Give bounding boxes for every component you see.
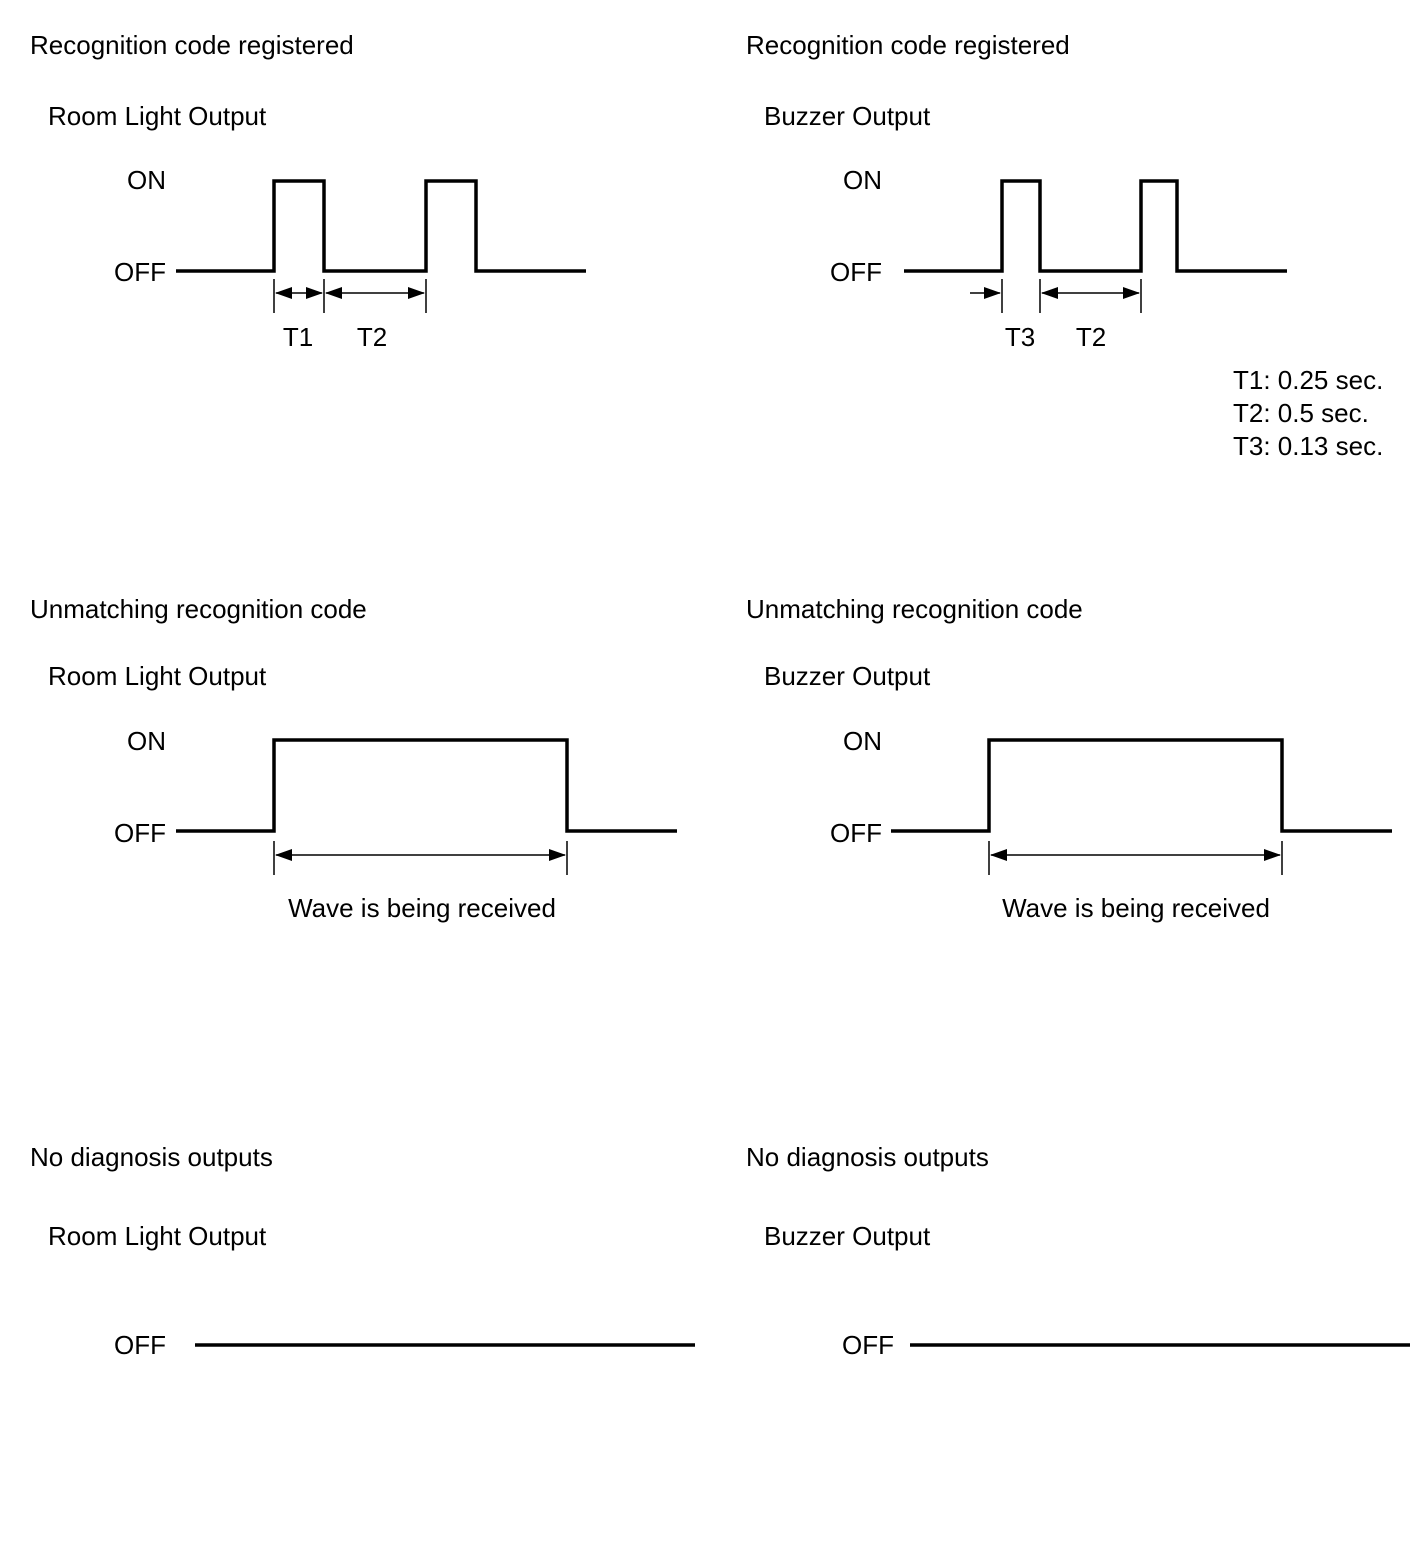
timing-legend: T1: 0.25 sec. T2: 0.5 sec. T3: 0.13 sec. <box>1233 365 1383 461</box>
panel-buzzer-no-diagnosis: No diagnosis outputs Buzzer Output OFF <box>746 1142 1410 1360</box>
level-on-label: ON <box>127 165 166 195</box>
panel-title: Unmatching recognition code <box>746 594 1083 624</box>
panel-room-light-registered: Recognition code registered Room Light O… <box>30 30 586 352</box>
signal-waveform <box>891 738 1392 833</box>
panel-room-light-no-diagnosis: No diagnosis outputs Room Light Output O… <box>30 1142 695 1360</box>
signal-waveform <box>176 179 586 273</box>
dimension-arrow-t2 <box>1041 287 1140 299</box>
level-off-label: OFF <box>114 257 166 287</box>
panel-subtitle: Room Light Output <box>48 661 267 691</box>
panel-title: Recognition code registered <box>30 30 354 60</box>
signal-waveform <box>176 738 677 833</box>
panel-subtitle: Buzzer Output <box>764 1221 931 1251</box>
panel-subtitle: Room Light Output <box>48 101 267 131</box>
panel-subtitle: Buzzer Output <box>764 101 931 131</box>
panel-subtitle: Buzzer Output <box>764 661 931 691</box>
panel-title: Recognition code registered <box>746 30 1070 60</box>
level-off-label: OFF <box>842 1330 894 1360</box>
legend-item-t2: T2: 0.5 sec. <box>1233 398 1369 428</box>
level-on-label: ON <box>127 726 166 756</box>
panel-subtitle: Room Light Output <box>48 1221 267 1251</box>
dimension-arrow-receiving <box>990 849 1281 861</box>
panel-title: Unmatching recognition code <box>30 594 367 624</box>
level-off-label: OFF <box>830 257 882 287</box>
panel-buzzer-unmatching: Unmatching recognition code Buzzer Outpu… <box>746 594 1392 923</box>
legend-item-t3: T3: 0.13 sec. <box>1233 431 1383 461</box>
legend-item-t1: T1: 0.25 sec. <box>1233 365 1383 395</box>
timing-label-t2: T2 <box>357 322 387 352</box>
signal-waveform <box>904 179 1287 273</box>
level-off-label: OFF <box>830 818 882 848</box>
panel-buzzer-registered: Recognition code registered Buzzer Outpu… <box>746 30 1287 352</box>
panel-title: No diagnosis outputs <box>30 1142 273 1172</box>
timing-label-t3: T3 <box>1005 322 1035 352</box>
dimension-arrow-t3 <box>970 287 1001 299</box>
panel-title: No diagnosis outputs <box>746 1142 989 1172</box>
level-off-label: OFF <box>114 1330 166 1360</box>
timing-label-t1: T1 <box>283 322 313 352</box>
dimension-arrow-t2 <box>325 287 425 299</box>
level-on-label: ON <box>843 165 882 195</box>
dimension-arrow-receiving <box>275 849 566 861</box>
duration-description: Wave is being received <box>288 893 556 923</box>
duration-description: Wave is being received <box>1002 893 1270 923</box>
level-off-label: OFF <box>114 818 166 848</box>
level-on-label: ON <box>843 726 882 756</box>
dimension-arrow-t1 <box>275 287 323 299</box>
panel-room-light-unmatching: Unmatching recognition code Room Light O… <box>30 594 677 923</box>
timing-label-t2: T2 <box>1076 322 1106 352</box>
